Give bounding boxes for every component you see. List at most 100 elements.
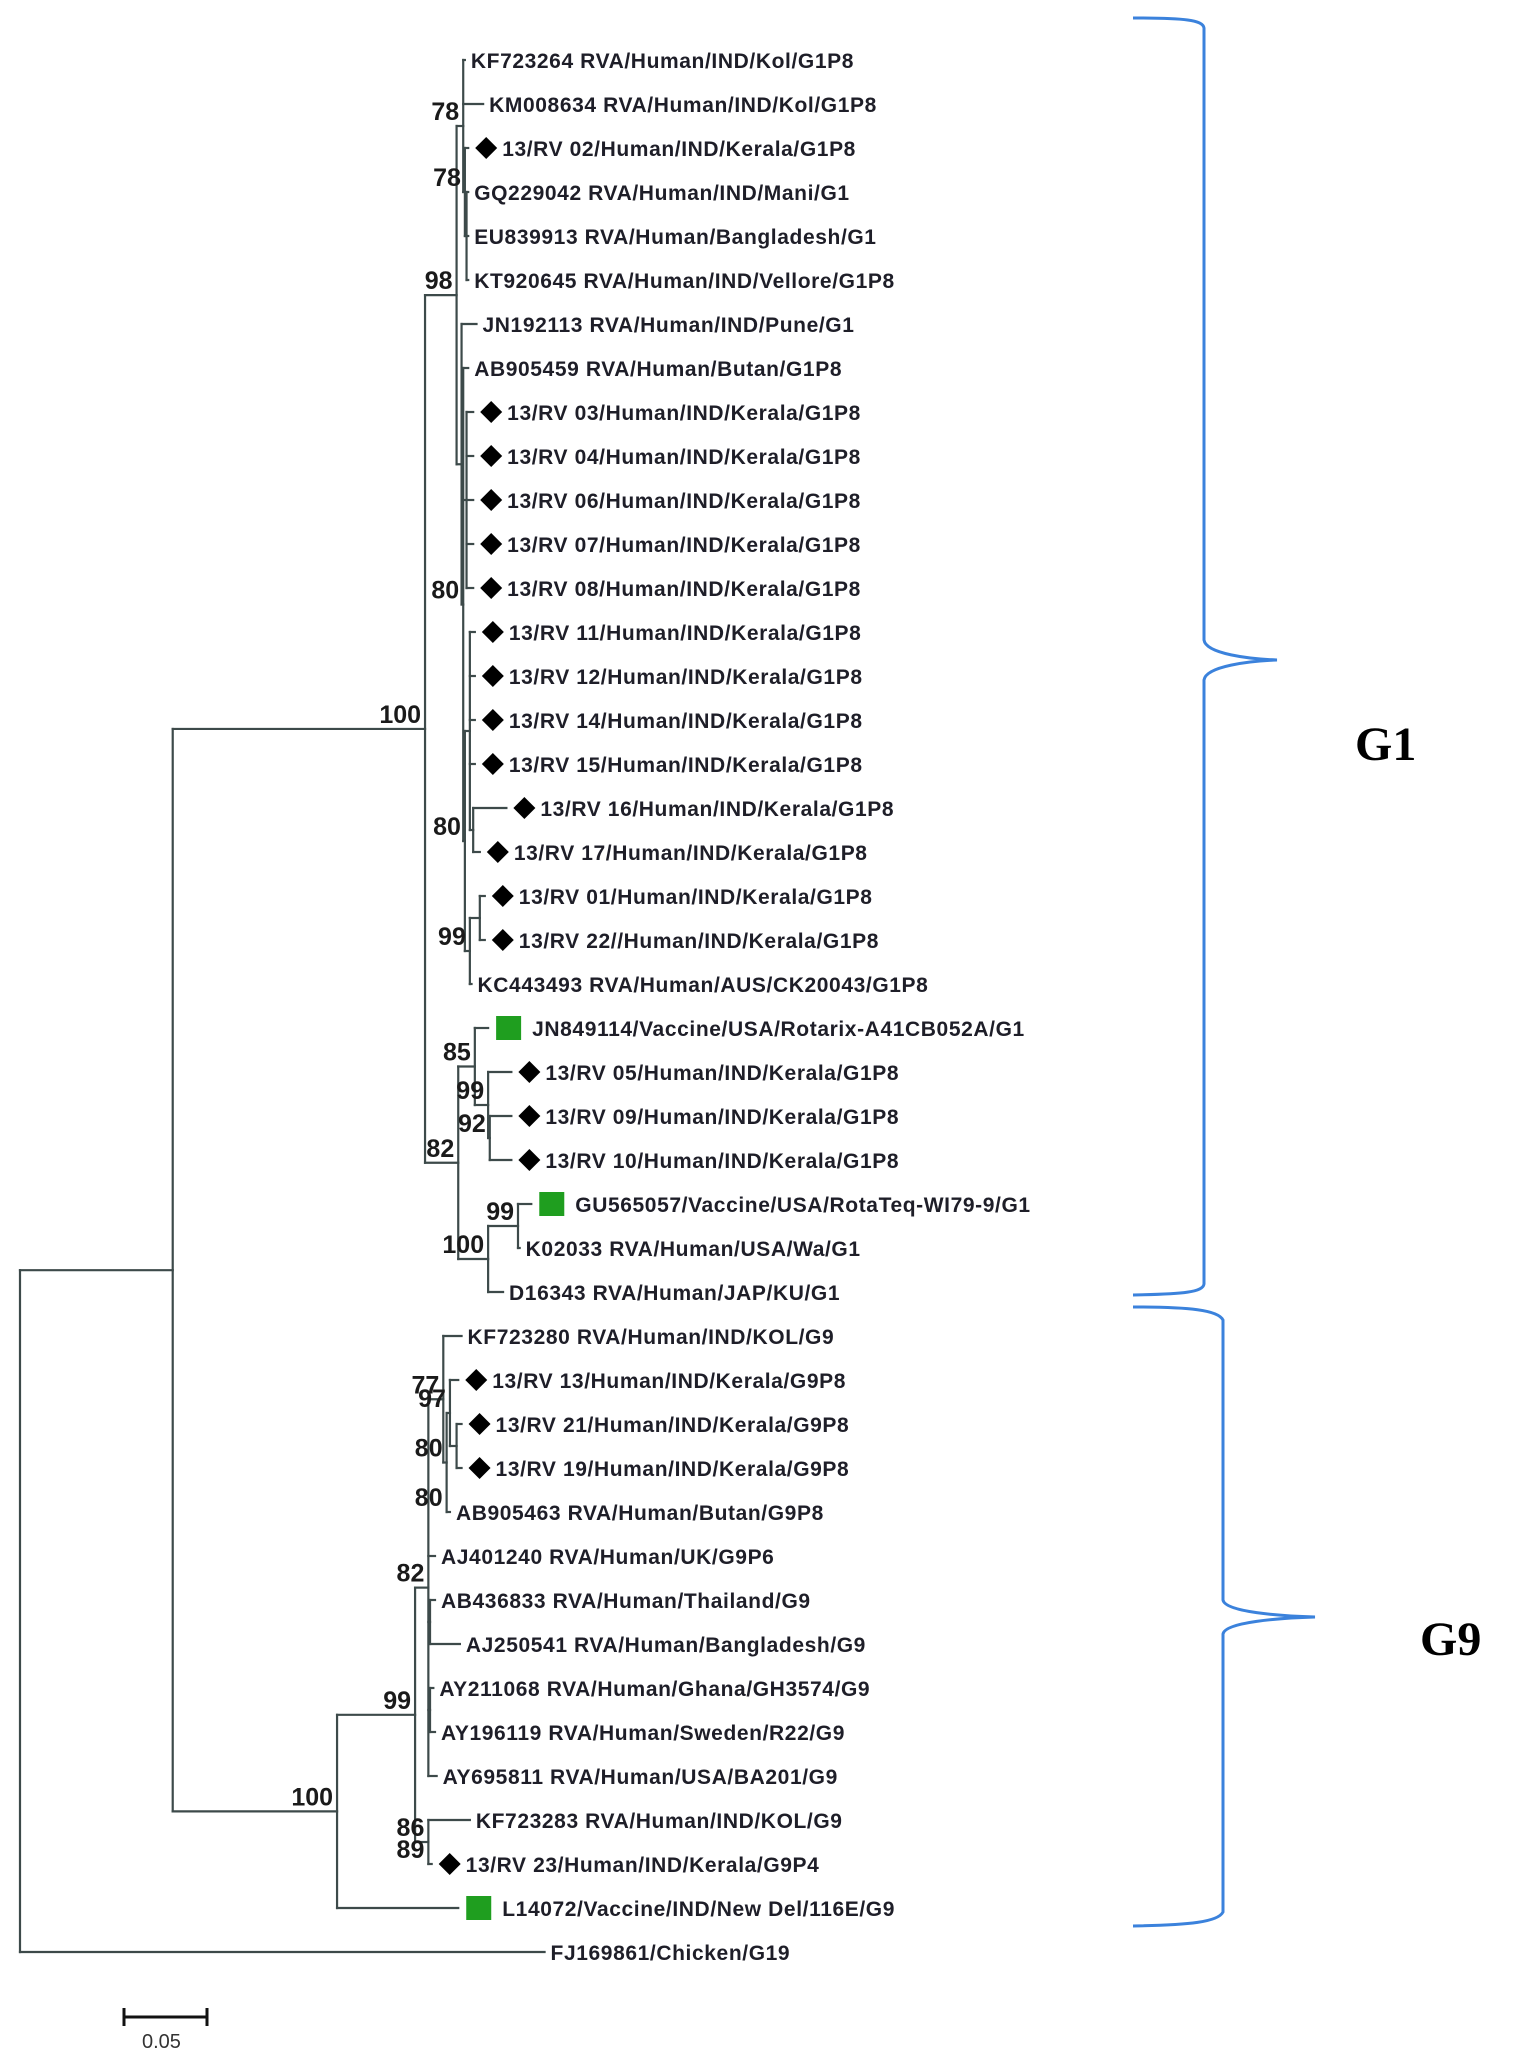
bootstrap-value: 99 (456, 1077, 484, 1105)
taxon-label-d16343-rva-human-jap-ku-g1: D16343 RVA/Human/JAP/KU/G1 (509, 1282, 840, 1305)
taxon-label-kf723283-rva-human-ind-kol-g9: KF723283 RVA/Human/IND/KOL/G9 (476, 1810, 843, 1833)
taxon-label-kf723280-rva-human-ind-kol-g9: KF723280 RVA/Human/IND/KOL/G9 (468, 1326, 835, 1349)
bootstrap-value: 100 (291, 1783, 333, 1811)
taxon-label-kt920645-rva-human-ind-vellore-g1p8: KT920645 RVA/Human/IND/Vellore/G1P8 (474, 270, 895, 293)
taxon-label-13-rv-06-human-ind-kerala-g1p8: 13/RV 06/Human/IND/Kerala/G1P8 (507, 490, 861, 513)
brace-g9 (1132, 1305, 1316, 1928)
brace-g1 (1132, 16, 1278, 1297)
taxon-label-13-rv-04-human-ind-kerala-g1p8: 13/RV 04/Human/IND/Kerala/G1P8 (507, 446, 861, 469)
bootstrap-value: 99 (486, 1198, 514, 1226)
scale-bar-label: 0.05 (142, 2031, 181, 2053)
taxon-label-ay196119-rva-human-sweden-r22-g9: AY196119 RVA/Human/Sweden/R22/G9 (441, 1722, 845, 1745)
taxon-label-13-rv-15-human-ind-kerala-g1p8: 13/RV 15/Human/IND/Kerala/G1P8 (509, 754, 863, 777)
taxon-label-13-rv-08-human-ind-kerala-g1p8: 13/RV 08/Human/IND/Kerala/G1P8 (507, 578, 861, 601)
study-isolate-diamond-icon (481, 709, 504, 731)
taxon-label-eu839913-rva-human-bangladesh-g1: EU839913 RVA/Human/Bangladesh/G1 (474, 226, 876, 249)
study-isolate-diamond-icon (518, 1061, 541, 1083)
study-isolate-diamond-icon (480, 445, 503, 467)
bootstrap-value: 78 (433, 164, 461, 192)
taxon-label-13-rv-12-human-ind-kerala-g1p8: 13/RV 12/Human/IND/Kerala/G1P8 (509, 666, 863, 689)
study-isolate-diamond-icon (468, 1413, 491, 1435)
taxon-label-aj250541-rva-human-bangladesh-g9: AJ250541 RVA/Human/Bangladesh/G9 (466, 1634, 866, 1657)
taxon-label-ay211068-rva-human-ghana-gh3574-g9: AY211068 RVA/Human/Ghana/GH3574/G9 (439, 1678, 870, 1701)
study-isolate-diamond-icon (438, 1853, 461, 1875)
study-isolate-diamond-icon (518, 1105, 541, 1127)
bootstrap-value: 99 (383, 1687, 411, 1715)
taxon-label-13-rv-16-human-ind-kerala-g1p8: 13/RV 16/Human/IND/Kerala/G1P8 (540, 798, 894, 821)
study-isolate-diamond-icon (480, 401, 503, 423)
bootstrap-value: 85 (443, 1039, 471, 1067)
study-isolate-diamond-icon (481, 753, 504, 775)
bootstrap-value: 99 (438, 923, 466, 951)
study-isolate-diamond-icon (468, 1457, 491, 1479)
taxon-label-13-rv-09-human-ind-kerala-g1p8: 13/RV 09/Human/IND/Kerala/G1P8 (545, 1106, 899, 1129)
taxon-label-13-rv-10-human-ind-kerala-g1p8: 13/RV 10/Human/IND/Kerala/G1P8 (545, 1150, 899, 1173)
study-isolate-diamond-icon (475, 137, 498, 159)
study-isolate-diamond-icon (481, 665, 504, 687)
taxon-label-kf723264-rva-human-ind-kol-g1p8: KF723264 RVA/Human/IND/Kol/G1P8 (471, 50, 854, 73)
taxon-label-kc443493-rva-human-aus-ck20043-g1p8: KC443493 RVA/Human/AUS/CK20043/G1P8 (478, 974, 929, 997)
taxon-label-jn849114-vaccine-usa-rotarix-a41cb052a-g1: JN849114/Vaccine/USA/Rotarix-A41CB052A/G… (532, 1018, 1025, 1041)
taxon-label-gu565057-vaccine-usa-rotateq-wi79-9-g1: GU565057/Vaccine/USA/RotaTeq-WI79-9/G1 (575, 1194, 1030, 1217)
vaccine-strain-square-icon (496, 1016, 522, 1040)
bootstrap-value: 98 (425, 267, 453, 295)
taxon-label-ab905459-rva-human-butan-g1p8: AB905459 RVA/Human/Butan/G1P8 (474, 358, 842, 381)
bootstrap-value: 82 (426, 1135, 454, 1163)
taxon-label-13-rv-21-human-ind-kerala-g9p8: 13/RV 21/Human/IND/Kerala/G9P8 (496, 1414, 850, 1437)
bootstrap-value: 80 (431, 577, 459, 605)
taxon-label-13-rv-05-human-ind-kerala-g1p8: 13/RV 05/Human/IND/Kerala/G1P8 (545, 1062, 899, 1085)
taxon-label-13-rv-17-human-ind-kerala-g1p8: 13/RV 17/Human/IND/Kerala/G1P8 (514, 842, 868, 865)
taxon-label-ab905463-rva-human-butan-g9p8: AB905463 RVA/Human/Butan/G9P8 (456, 1502, 824, 1525)
bootstrap-value: 86 (397, 1814, 425, 1842)
taxon-label-fj169861-chicken-g19: FJ169861/Chicken/G19 (551, 1942, 791, 1965)
taxon-label-13-rv-13-human-ind-kerala-g9p8: 13/RV 13/Human/IND/Kerala/G9P8 (492, 1370, 846, 1393)
bootstrap-value: 89 (397, 1836, 425, 1864)
bootstrap-value: 80 (433, 813, 461, 841)
study-isolate-diamond-icon (518, 1149, 541, 1171)
taxon-labels: KF723264 RVA/Human/IND/Kol/G1P8KM008634 … (438, 50, 1030, 1965)
clade-bracket-g1: G1 (1132, 16, 1416, 1297)
taxon-label-km008634-rva-human-ind-kol-g1p8: KM008634 RVA/Human/IND/Kol/G1P8 (489, 94, 877, 117)
taxon-label-13-rv-11-human-ind-kerala-g1p8: 13/RV 11/Human/IND/Kerala/G1P8 (509, 622, 862, 645)
bootstrap-value: 92 (458, 1110, 486, 1138)
bootstrap-value: 77 (411, 1371, 439, 1399)
taxon-label-13-rv-19-human-ind-kerala-g9p8: 13/RV 19/Human/IND/Kerala/G9P8 (496, 1458, 850, 1481)
taxon-label-13-rv-01-human-ind-kerala-g1p8: 13/RV 01/Human/IND/Kerala/G1P8 (519, 886, 873, 909)
taxon-label-gq229042-rva-human-ind-mani-g1: GQ229042 RVA/Human/IND/Mani/G1 (474, 182, 850, 205)
taxon-label-13-rv-07-human-ind-kerala-g1p8: 13/RV 07/Human/IND/Kerala/G1P8 (507, 534, 861, 557)
study-isolate-diamond-icon (480, 489, 503, 511)
study-isolate-diamond-icon (480, 577, 503, 599)
taxon-label-k02033-rva-human-usa-wa-g1: K02033 RVA/Human/USA/Wa/G1 (526, 1238, 861, 1261)
vaccine-strain-square-icon (466, 1896, 492, 1920)
study-isolate-diamond-icon (491, 885, 514, 907)
taxon-label-13-rv-03-human-ind-kerala-g1p8: 13/RV 03/Human/IND/Kerala/G1P8 (507, 402, 861, 425)
bootstrap-value: 80 (415, 1435, 443, 1463)
bootstrap-value: 80 (415, 1484, 443, 1512)
taxon-label-l14072-vaccine-ind-new-del-116e-g9: L14072/Vaccine/IND/New Del/116E/G9 (502, 1898, 895, 1921)
study-isolate-diamond-icon (480, 533, 503, 555)
study-isolate-diamond-icon (513, 797, 536, 819)
study-isolate-diamond-icon (486, 841, 509, 863)
vaccine-strain-square-icon (539, 1192, 565, 1216)
bootstrap-value: 78 (431, 98, 459, 126)
bootstrap-values: 7878998080989299859910082100978080778289… (291, 98, 514, 1864)
taxon-label-aj401240-rva-human-uk-g9p6: AJ401240 RVA/Human/UK/G9P6 (441, 1546, 774, 1569)
study-isolate-diamond-icon (465, 1369, 488, 1391)
study-isolate-diamond-icon (481, 621, 504, 643)
taxon-label-13-rv-14-human-ind-kerala-g1p8: 13/RV 14/Human/IND/Kerala/G1P8 (509, 710, 863, 733)
taxon-label-13-rv-02-human-ind-kerala-g1p8: 13/RV 02/Human/IND/Kerala/G1P8 (502, 138, 856, 161)
study-isolate-diamond-icon (491, 929, 514, 951)
tree-branches (18, 58, 546, 1954)
clade-label-g9: G9 (1420, 1613, 1481, 1666)
taxon-label-ab436833-rva-human-thailand-g9: AB436833 RVA/Human/Thailand/G9 (441, 1590, 811, 1613)
scale-bar: 0.05 (122, 2008, 209, 2053)
bootstrap-value: 82 (397, 1560, 425, 1588)
taxon-label-13-rv-23-human-ind-kerala-g9p4: 13/RV 23/Human/IND/Kerala/G9P4 (466, 1854, 820, 1877)
clade-bracket-g9: G9 (1132, 1305, 1481, 1928)
taxon-label-13-rv-22-human-ind-kerala-g1p8: 13/RV 22//Human/IND/Kerala/G1P8 (519, 930, 879, 953)
taxon-label-jn192113-rva-human-ind-pune-g1: JN192113 RVA/Human/IND/Pune/G1 (483, 314, 855, 337)
taxon-label-ay695811-rva-human-usa-ba201-g9: AY695811 RVA/Human/USA/BA201/G9 (443, 1766, 838, 1789)
clade-label-g1: G1 (1355, 718, 1416, 771)
bootstrap-value: 97 (418, 1385, 446, 1413)
